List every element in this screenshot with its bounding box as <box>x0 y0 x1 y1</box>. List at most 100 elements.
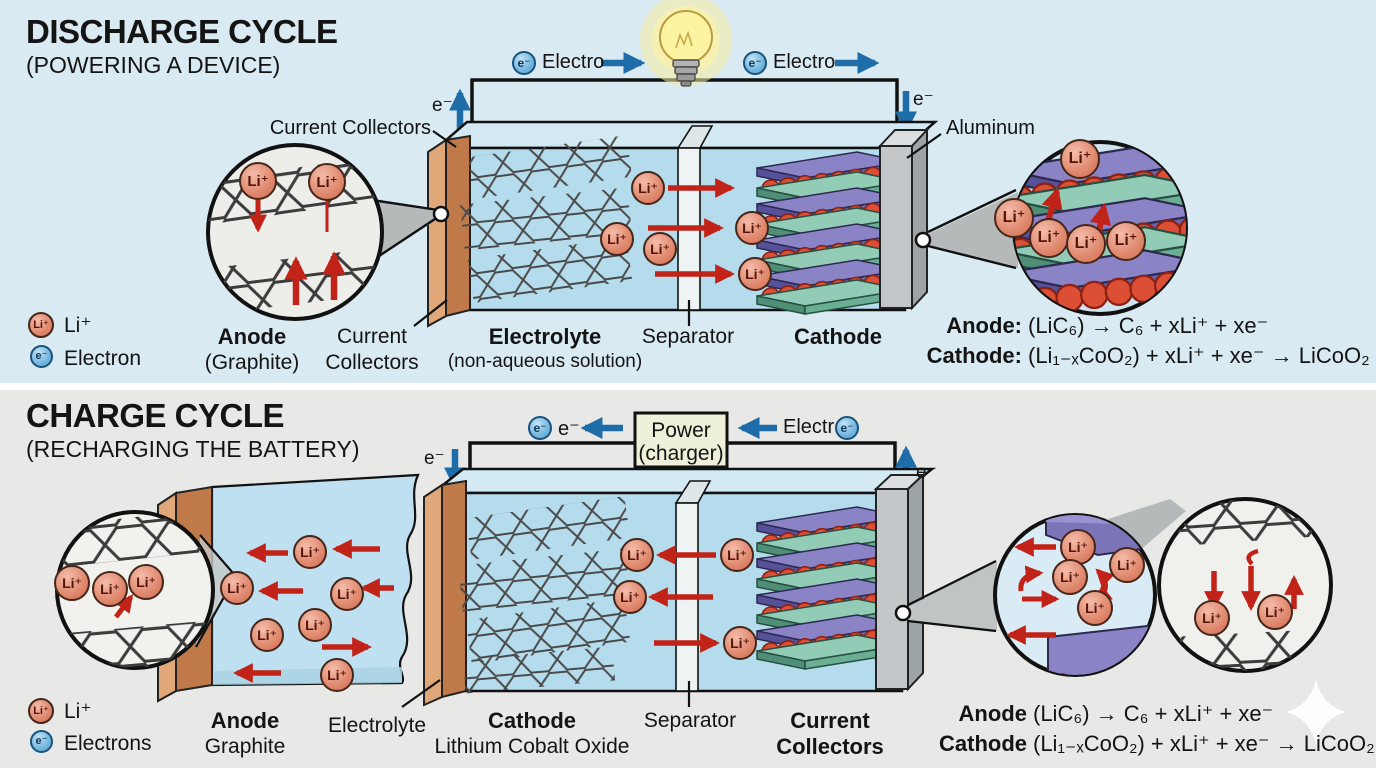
cathode-sublabel: Lithium Cobalt Oxide <box>434 735 630 758</box>
charge-panel: CHARGE CYCLE (RECHARGING THE BATTERY) e⁻… <box>0 385 1376 768</box>
charge-artwork <box>55 411 1347 744</box>
electron-flow-right-label: Electro <box>773 51 836 73</box>
li-ion: Li⁺ <box>1060 529 1096 565</box>
li-legend-label: Li⁺ <box>64 314 92 337</box>
cathode-equation-label: Cathode <box>939 731 1027 756</box>
cathode-label: Cathode <box>488 708 576 733</box>
li-ion: Li⁺ <box>994 198 1034 238</box>
discharge-cell <box>427 120 939 328</box>
li-ion: Li⁺ <box>720 538 754 572</box>
li-ion: Li⁺ <box>54 565 90 601</box>
cathode-label: Cathode <box>794 324 882 349</box>
electron-icon: e⁻ <box>512 51 536 75</box>
electrolyte-label: Electrolyte <box>488 324 602 349</box>
discharge-panel: DISCHARGE CYCLE (POWERING A DEVICE) e⁻ E… <box>0 0 1376 383</box>
li-ion: Li⁺ <box>220 571 254 605</box>
light-bulb-icon <box>640 0 732 87</box>
electron-legend-label: Electron <box>64 347 142 370</box>
electron-icon: e⁻ <box>743 51 767 75</box>
charge-cell <box>423 467 936 707</box>
power-box-label-1: Power <box>651 419 711 442</box>
li-ion: Li⁺ <box>320 658 354 692</box>
collectors-label: Collectors <box>325 351 419 374</box>
li-ion: Li⁺ <box>1052 559 1088 595</box>
cathode-equation: Cathode: (Li₁₋ₓCoO₂) + xLi⁺ + xe⁻ → LiCo… <box>920 343 1370 369</box>
electron-symbol: e⁻ <box>432 95 453 116</box>
electron-symbol: e⁻ <box>424 448 445 469</box>
charge-subtitle: (RECHARGING THE BATTERY) <box>26 436 360 462</box>
li-ion: Li⁺ <box>1077 590 1113 626</box>
li-flow-arrows <box>648 545 720 653</box>
electron-flow-right-label: Electr <box>783 416 835 438</box>
li-ion: Li⁺ <box>1060 139 1100 179</box>
charge-title-block: CHARGE CYCLE (RECHARGING THE BATTERY) <box>26 399 360 463</box>
electron-legend-icon: e⁻ <box>30 345 53 368</box>
anode-label: Anode <box>217 324 287 349</box>
sparkle-icon <box>1285 680 1347 744</box>
separator-label: Separator <box>643 709 737 732</box>
anode-sublabel: Graphite <box>204 735 286 758</box>
electrolyte-label: Electrolyte <box>327 714 427 737</box>
electron-flow-left-label: Electro <box>542 51 605 73</box>
li-ion: Li⁺ <box>1257 594 1293 630</box>
pointer-lines <box>413 130 942 327</box>
aluminum-callout: Aluminum <box>946 117 1035 139</box>
anode-label: Anode <box>210 708 280 733</box>
electron-symbol: e⁻ <box>913 89 934 110</box>
pointer-lines <box>401 679 691 708</box>
li-ion: Li⁺ <box>128 564 164 600</box>
current-label: Current <box>790 708 870 733</box>
li-ion: Li⁺ <box>643 232 677 266</box>
separator-label: Separator <box>641 325 735 348</box>
discharge-title-block: DISCHARGE CYCLE (POWERING A DEVICE) <box>26 15 338 79</box>
li-ion: Li⁺ <box>1066 224 1106 264</box>
li-ion: Li⁺ <box>735 211 769 245</box>
graphite-electrode <box>458 496 631 694</box>
discharge-title: DISCHARGE CYCLE <box>26 13 338 50</box>
electron-legend-label: Electrons <box>64 732 152 755</box>
li-ion: Li⁺ <box>613 580 647 614</box>
li-ion: Li⁺ <box>330 577 364 611</box>
li-ion: Li⁺ <box>298 608 332 642</box>
li-ion: Li⁺ <box>1029 218 1069 258</box>
current-label: Current <box>336 325 408 348</box>
li-ion: Li⁺ <box>1106 221 1146 261</box>
li-ion: Li⁺ <box>738 257 772 291</box>
cathode-equation-label: Cathode: <box>926 343 1022 368</box>
cathode-equation: Cathode (Li₁₋ₓCoO₂) + xLi⁺ + xe⁻ → LiCoO… <box>925 731 1375 757</box>
li-legend-label: Li⁺ <box>64 700 92 723</box>
cathode-equation-text: (Li₁₋ₓCoO₂) + xLi⁺ + xe⁻ → LiCoO₂ <box>1028 343 1370 368</box>
electron-legend-icon: e⁻ <box>30 730 53 753</box>
anode-equation-text: (LiC₆) → C₆ + xLi⁺ + xe⁻ <box>1028 313 1269 338</box>
electron-icon: e⁻ <box>835 416 859 440</box>
anode-equation: Anode (LiC₆) → C₆ + xLi⁺ + xe⁻ <box>925 701 1274 727</box>
li-flow-arrows <box>233 539 394 683</box>
electron-flow-left-label: e⁻ <box>558 418 580 440</box>
anode-equation-label: Anode: <box>946 313 1022 338</box>
li-ion: Li⁺ <box>600 222 634 256</box>
discharge-subtitle: (POWERING A DEVICE) <box>26 52 281 78</box>
li-ion: Li⁺ <box>631 171 665 205</box>
power-box-label-2: (charger) <box>638 442 724 465</box>
li-flow-arrows <box>648 178 735 284</box>
anode-equation-label: Anode <box>958 701 1027 726</box>
anode-sublabel: (Graphite) <box>204 351 300 374</box>
cathode-equation-text: (Li₁₋ₓCoO₂) + xLi⁺ + xe⁻ → LiCoO₂ <box>1033 731 1375 756</box>
li-ion: Li⁺ <box>250 618 284 652</box>
li-ion: Li⁺ <box>620 538 654 572</box>
anode-equation-text: (LiC₆) → C₆ + xLi⁺ + xe⁻ <box>1033 701 1274 726</box>
li-ion: Li⁺ <box>308 163 346 201</box>
li-legend-icon: Li⁺ <box>28 312 54 338</box>
li-ion: Li⁺ <box>1194 600 1230 636</box>
charge-circuit-wire <box>443 411 918 490</box>
collectors-label: Collectors <box>776 734 884 759</box>
li-ion: Li⁺ <box>92 571 128 607</box>
li-ion: Li⁺ <box>293 535 327 569</box>
electron-symbol: e⁻ <box>916 462 937 483</box>
li-ion: Li⁺ <box>239 162 277 200</box>
charge-title: CHARGE CYCLE <box>26 397 285 434</box>
anode-equation: Anode: (LiC₆) → C₆ + xLi⁺ + xe⁻ <box>920 313 1268 339</box>
electrolyte-sublabel: (non-aqueous solution) <box>447 351 643 372</box>
current-collectors-callout: Current Collectors <box>269 117 431 139</box>
